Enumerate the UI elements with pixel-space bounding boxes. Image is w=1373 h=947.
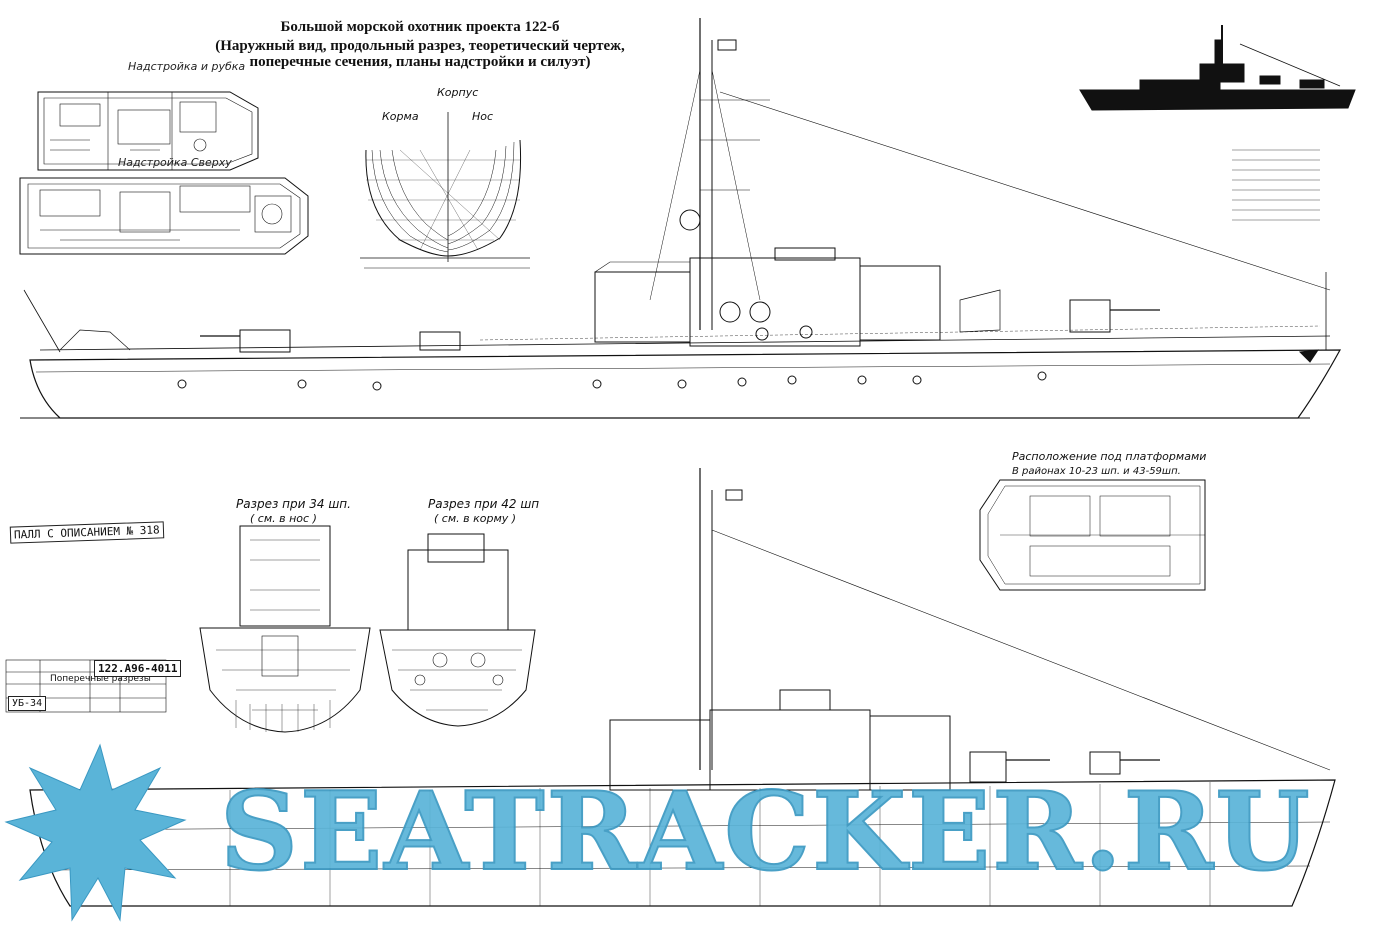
sheet-subtitle-2: поперечные сечения, планы надстройки и с… bbox=[249, 54, 591, 70]
section-42-subtitle: ( см. в корму ) bbox=[434, 512, 516, 525]
section-42-drawing bbox=[379, 533, 536, 727]
platform-layout-plan bbox=[979, 479, 1206, 591]
hull-body-plan bbox=[360, 112, 530, 269]
hull-label: Корпус bbox=[437, 86, 478, 99]
drawing-number-stamp: 122.А96-4011 bbox=[94, 660, 182, 677]
outboard-profile bbox=[20, 18, 1342, 419]
watermark-burst-icon bbox=[4, 743, 187, 922]
superstructure-plan-bottom bbox=[19, 177, 309, 255]
sheet-title: Большой морской охотник проекта 122-б bbox=[280, 19, 560, 35]
superstructure-plan-top bbox=[37, 91, 259, 171]
principal-dimensions-table bbox=[1232, 149, 1320, 221]
cross-sections-label: Поперечные разрезы bbox=[50, 674, 151, 684]
section-34-title: Разрез при 34 шп. bbox=[236, 497, 351, 511]
section-42-title: Разрез при 42 шп bbox=[428, 497, 539, 511]
superstructure-plan-label: Надстройка и рубка bbox=[128, 60, 246, 73]
bow-label: Нос bbox=[472, 110, 493, 123]
watermark-text: SEATRACKER.RU bbox=[219, 769, 1312, 895]
side-code-stamp: УБ-34 bbox=[8, 696, 47, 711]
stern-label: Корма bbox=[382, 110, 419, 123]
ship-silhouette bbox=[1079, 25, 1356, 111]
section-34-drawing bbox=[199, 525, 371, 733]
sheet-subtitle-1: (Наружный вид, продольный разрез, теорет… bbox=[215, 38, 625, 54]
platform-layout-title: Расположение под платформами bbox=[1012, 450, 1206, 463]
bridge-plan-label: Надстройка Сверху bbox=[118, 156, 232, 169]
section-34-subtitle: ( см. в нос ) bbox=[250, 512, 317, 525]
platform-layout-subtitle: В районах 10-23 шп. и 43-59шп. bbox=[1012, 466, 1181, 477]
